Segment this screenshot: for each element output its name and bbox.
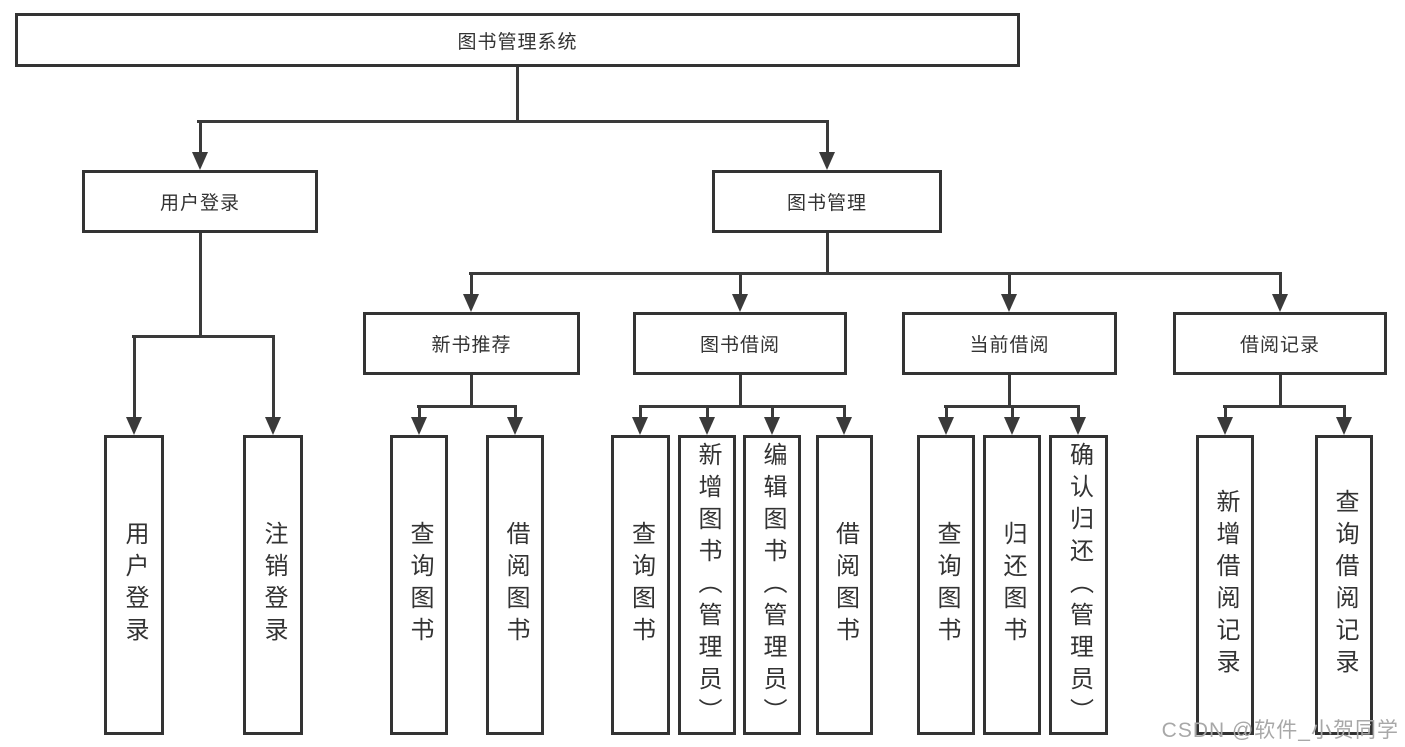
arrow-down-icon [1004, 417, 1020, 435]
connector-line [945, 405, 948, 419]
node-user-login: 用户登录 [82, 170, 318, 233]
leaf-label: 查询借阅记录 [1331, 489, 1358, 681]
connector-line [739, 272, 742, 296]
connector-line [1279, 272, 1282, 296]
arrow-down-icon [764, 417, 780, 435]
node-new-book-recommend: 新书推荐 [363, 312, 580, 375]
arrow-down-icon [411, 417, 427, 435]
connector-line [514, 405, 517, 419]
leaf-query-books-current: 查询图书 [917, 435, 975, 735]
arrow-down-icon [1336, 417, 1352, 435]
leaf-add-borrow-record: 新增借阅记录 [1196, 435, 1254, 735]
leaf-label: 归还图书 [999, 521, 1026, 649]
connector-line [1008, 272, 1011, 296]
connector-line [706, 405, 709, 419]
connector-line [639, 405, 846, 408]
connector-line [417, 405, 517, 408]
connector-line [516, 67, 519, 120]
leaf-label: 借阅图书 [831, 521, 859, 649]
leaf-label: 确认归还（管理员） [1065, 442, 1093, 730]
node-user-login-label: 用户登录 [159, 193, 240, 214]
arrow-down-icon [632, 417, 648, 435]
leaf-return-books: 归还图书 [983, 435, 1041, 735]
leaf-label: 新增图书（管理员） [694, 442, 721, 730]
leaf-logout: 注销登录 [243, 435, 303, 735]
leaf-label: 编辑图书（管理员） [759, 442, 786, 730]
node-current-borrowing-label: 当前借阅 [969, 335, 1050, 356]
connector-line [469, 272, 1282, 275]
leaf-edit-books-admin: 编辑图书（管理员） [743, 435, 801, 735]
leaf-add-books-admin: 新增图书（管理员） [678, 435, 736, 735]
connector-line [826, 233, 829, 272]
node-book-borrowing: 图书借阅 [633, 312, 847, 375]
connector-line [132, 335, 275, 338]
leaf-label: 新增借阅记录 [1212, 489, 1239, 681]
leaf-label: 用户登录 [121, 521, 148, 649]
connector-line [199, 233, 202, 335]
arrow-down-icon [507, 417, 523, 435]
arrow-down-icon [192, 152, 208, 170]
leaf-confirm-return-admin: 确认归还（管理员） [1049, 435, 1108, 735]
node-book-management-label: 图书管理 [786, 193, 867, 214]
node-new-book-recommend-label: 新书推荐 [431, 335, 512, 356]
connector-line [418, 405, 421, 419]
arrow-down-icon [836, 417, 852, 435]
connector-line [739, 375, 742, 405]
connector-line [272, 335, 275, 419]
leaf-query-borrow-record: 查询借阅记录 [1315, 435, 1373, 735]
csdn-watermark: CSDN @软件_小贺同学 [1161, 719, 1399, 742]
arrow-down-icon [126, 417, 142, 435]
leaf-label: 查询图书 [933, 521, 960, 649]
leaf-label: 借阅图书 [502, 521, 529, 649]
connector-line [1279, 375, 1282, 405]
arrow-down-icon [732, 294, 748, 312]
node-current-borrowing: 当前借阅 [902, 312, 1117, 375]
connector-line [639, 405, 642, 419]
leaf-borrow-books-borrowing: 借阅图书 [816, 435, 873, 735]
connector-line [1008, 375, 1011, 405]
arrow-down-icon [938, 417, 954, 435]
connector-line [771, 405, 774, 419]
leaf-user-login-action: 用户登录 [104, 435, 164, 735]
leaf-query-books-recommend: 查询图书 [390, 435, 448, 735]
arrow-down-icon [463, 294, 479, 312]
leaf-query-books-borrowing: 查询图书 [611, 435, 670, 735]
arrow-down-icon [1272, 294, 1288, 312]
connector-line [1011, 405, 1014, 419]
node-book-borrowing-label: 图书借阅 [699, 335, 780, 356]
leaf-borrow-books-recommend: 借阅图书 [486, 435, 544, 735]
connector-line [1224, 405, 1227, 419]
arrow-down-icon [1217, 417, 1233, 435]
connector-line [197, 120, 829, 123]
node-root-label: 图书管理系统 [457, 31, 578, 53]
node-borrow-records: 借阅记录 [1173, 312, 1387, 375]
leaf-label: 查询图书 [406, 521, 433, 649]
node-borrow-records-label: 借阅记录 [1239, 335, 1320, 356]
connector-line [133, 335, 136, 419]
connector-line [470, 375, 473, 405]
connector-line [470, 272, 473, 296]
arrow-down-icon [699, 417, 715, 435]
arrow-down-icon [819, 152, 835, 170]
connector-line [826, 120, 829, 156]
node-book-management: 图书管理 [712, 170, 942, 233]
arrow-down-icon [1001, 294, 1017, 312]
leaf-label: 查询图书 [627, 521, 655, 649]
arrow-down-icon [1070, 417, 1086, 435]
leaf-label: 注销登录 [260, 521, 287, 649]
node-root: 图书管理系统 [15, 13, 1020, 67]
arrow-down-icon [265, 417, 281, 435]
connector-line [843, 405, 846, 419]
connector-line [1223, 405, 1346, 408]
connector-line [1343, 405, 1346, 419]
connector-line [199, 120, 202, 156]
connector-line [1077, 405, 1080, 419]
